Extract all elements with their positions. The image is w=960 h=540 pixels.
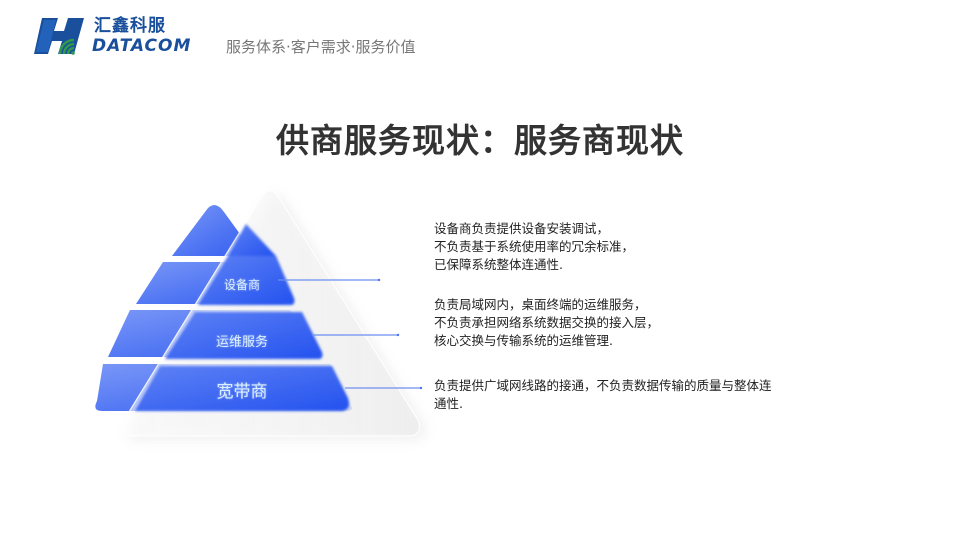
description-operations-service: 负责局域网内，桌面终端的运维服务， 不负责承担网络系统数据交换的接入层， 核心交… [434,296,704,350]
pyramid-layer-broadband-provider: 宽带商 [216,382,268,402]
front-pyramid [135,224,349,411]
description-line: 设备商负责提供设备安装调试， [434,221,610,236]
description-line: 已保障系统整体连通性. [434,257,563,272]
logo-cn-name: 汇鑫科服 [94,16,166,36]
description-line: 负责提供广域网线路的接通，不负责数据传输的质量与整体连 [434,378,772,393]
description-equipment-vendor: 设备商负责提供设备安装调试， 不负责基于系统使用率的冗余标准， 已保障系统整体连… [434,220,694,274]
h-wifi-logo-icon [34,18,84,55]
pyramid-layer-equipment-vendor: 设备商 [223,278,260,292]
description-line: 负责局域网内，桌面终端的运维服务， [434,297,647,312]
company-logo: 汇鑫科服 DATACOM [34,14,209,58]
logo-en-name: DATACOM [92,36,192,56]
page-title: 供商服务现状：服务商现状 [276,121,684,160]
header-tagline: 服务体系·客户需求·服务价值 [226,38,416,56]
description-line: 不负责基于系统使用率的冗余标准， [434,239,635,254]
description-line: 不负责承担网络系统数据交换的接入层， [434,315,660,330]
description-line: 通性. [434,396,463,411]
description-broadband-provider: 负责提供广域网线路的接通，不负责数据传输的质量与整体连 通性. [434,377,834,413]
connector-lines [278,278,423,390]
description-line: 核心交换与传输系统的运维管理. [434,333,613,348]
pyramid-layer-operations-service: 运维服务 [215,335,268,350]
